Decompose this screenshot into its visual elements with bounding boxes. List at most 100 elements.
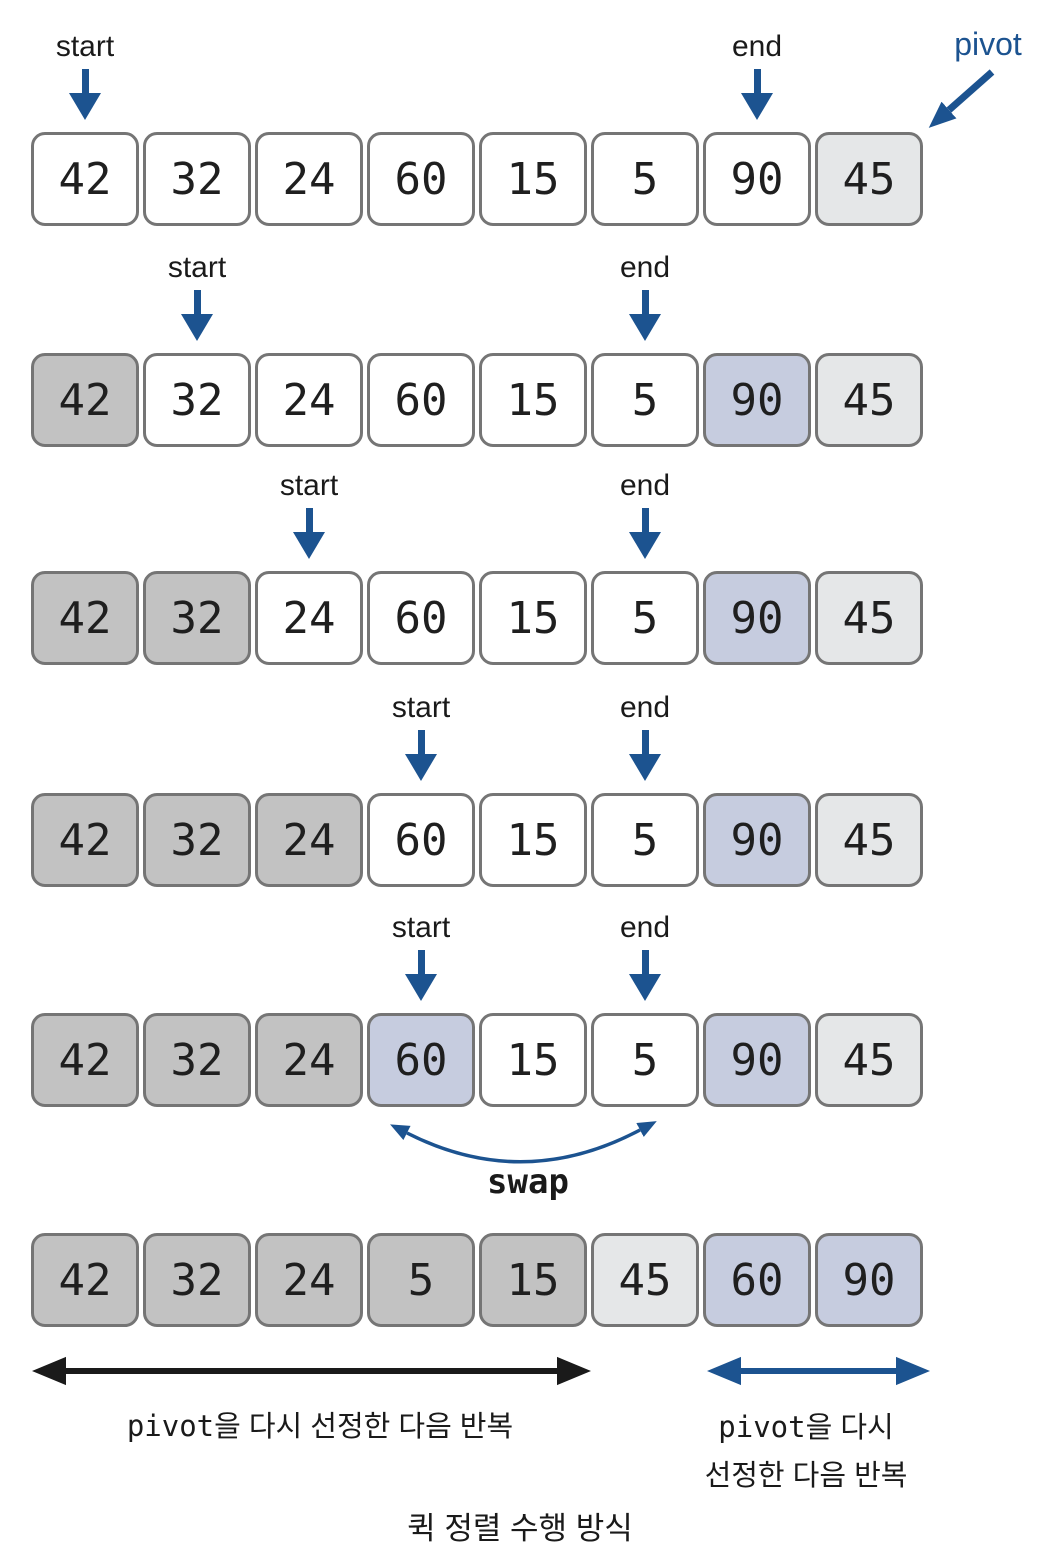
end-pointer-label: end — [731, 30, 783, 63]
array-cell: 15 — [479, 571, 587, 665]
array-cell: 5 — [591, 793, 699, 887]
end-pointer: end — [697, 30, 817, 120]
down-arrow-shaft — [641, 730, 649, 754]
array-cell: 15 — [479, 1233, 587, 1327]
start-pointer: start — [361, 691, 481, 781]
array-cell: 45 — [815, 1013, 923, 1107]
right-partition-label-line1-text: 을 다시 — [805, 1412, 894, 1444]
down-arrow-shaft — [417, 730, 425, 754]
array-cell: 42 — [31, 1233, 139, 1327]
down-arrow-shaft — [81, 69, 89, 93]
down-arrow-icon — [741, 93, 773, 120]
array-cell: 32 — [143, 353, 251, 447]
array-cell: 45 — [815, 132, 923, 226]
array-cell: 60 — [367, 793, 475, 887]
array-cell: 60 — [367, 571, 475, 665]
array-cell: 42 — [31, 793, 139, 887]
down-arrow-icon — [629, 974, 661, 1001]
array-cell: 5 — [591, 132, 699, 226]
right-partition-label: pivot을 다시 선정한 다음 반복 — [656, 1403, 956, 1500]
down-arrow-icon — [629, 532, 661, 559]
right-partition-label-line2: 선정한 다음 반복 — [704, 1460, 908, 1492]
pivot-arrow — [928, 69, 995, 128]
start-pointer: start — [25, 30, 145, 120]
end-pointer-label: end — [619, 469, 671, 502]
down-arrow-icon — [405, 754, 437, 781]
array-cell: 42 — [31, 571, 139, 665]
array-cell: 90 — [703, 571, 811, 665]
array-cell: 32 — [143, 132, 251, 226]
array-cell: 90 — [703, 353, 811, 447]
swap-label: swap — [487, 1162, 569, 1202]
array-cell: 24 — [255, 571, 363, 665]
start-pointer-label: start — [167, 251, 227, 284]
start-pointer: start — [361, 911, 481, 1001]
array-cell: 90 — [815, 1233, 923, 1327]
array-cell: 42 — [31, 132, 139, 226]
end-pointer: end — [585, 691, 705, 781]
array-cell: 60 — [367, 132, 475, 226]
down-arrow-icon — [405, 974, 437, 1001]
end-pointer-label: end — [619, 691, 671, 724]
array-cell: 24 — [255, 1233, 363, 1327]
array-cell: 32 — [143, 1013, 251, 1107]
right-partition-label-line1: pivot을 다시 — [656, 1403, 956, 1452]
start-pointer: start — [249, 469, 369, 559]
array-cell: 5 — [367, 1233, 475, 1327]
array-cell: 5 — [591, 571, 699, 665]
array-cell: 42 — [31, 353, 139, 447]
down-arrow-icon — [181, 314, 213, 341]
array-cell: 45 — [815, 353, 923, 447]
end-pointer-label: end — [619, 251, 671, 284]
array-cell: 60 — [367, 1013, 475, 1107]
array-cell: 45 — [591, 1233, 699, 1327]
array-cell: 32 — [143, 793, 251, 887]
down-arrow-shaft — [641, 950, 649, 974]
array-cell: 15 — [479, 132, 587, 226]
left-partition-label-text: 을 다시 선정한 다음 반복 — [214, 1411, 514, 1443]
array-cell: 15 — [479, 1013, 587, 1107]
start-pointer-label: start — [279, 469, 339, 502]
down-arrow-icon — [69, 93, 101, 120]
end-pointer-label: end — [619, 911, 671, 944]
swap-arc — [390, 1121, 657, 1164]
array-cell: 45 — [815, 793, 923, 887]
start-pointer: start — [137, 251, 257, 341]
array-cell: 32 — [143, 571, 251, 665]
down-arrow-shaft — [193, 290, 201, 314]
down-arrow-icon — [629, 314, 661, 341]
down-arrow-shaft — [641, 508, 649, 532]
array-cell: 90 — [703, 1013, 811, 1107]
array-cell: 24 — [255, 1013, 363, 1107]
figure-caption: 퀵 정렬 수행 방식 — [407, 1511, 633, 1546]
end-pointer: end — [585, 251, 705, 341]
array-cell: 60 — [703, 1233, 811, 1327]
array-cell: 45 — [815, 571, 923, 665]
array-cell: 5 — [591, 1013, 699, 1107]
array-cell: 15 — [479, 353, 587, 447]
start-pointer-label: start — [391, 911, 451, 944]
array-cell: 15 — [479, 793, 587, 887]
array-cell: 24 — [255, 353, 363, 447]
array-cell: 24 — [255, 793, 363, 887]
array-cell: 24 — [255, 132, 363, 226]
down-arrow-icon — [629, 754, 661, 781]
array-cell: 90 — [703, 132, 811, 226]
array-cell: 5 — [591, 353, 699, 447]
start-pointer-label: start — [391, 691, 451, 724]
end-pointer: end — [585, 911, 705, 1001]
right-partition-label-mono: pivot — [718, 1410, 806, 1444]
array-cell: 42 — [31, 1013, 139, 1107]
down-arrow-shaft — [305, 508, 313, 532]
left-partition-label-mono: pivot — [126, 1409, 215, 1443]
end-pointer: end — [585, 469, 705, 559]
array-cell: 60 — [367, 353, 475, 447]
